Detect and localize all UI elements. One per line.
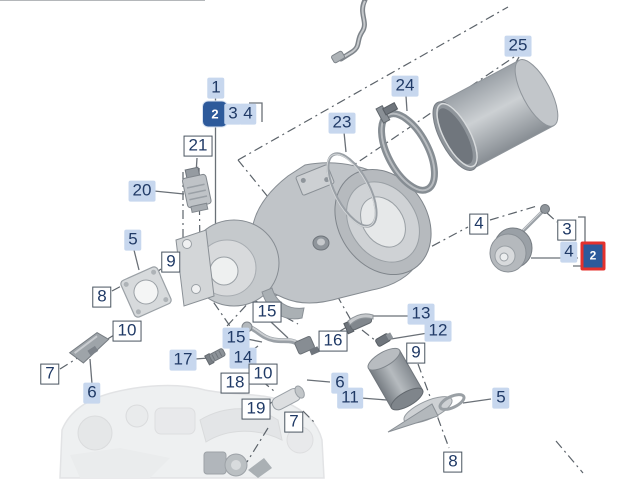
retaining-nut <box>375 332 394 347</box>
top-flange <box>295 164 335 196</box>
callout-8-boxed[interactable]: 8 <box>443 451 463 473</box>
oil-return-cylinder <box>367 347 466 433</box>
callout-5-plain[interactable]: 5 <box>492 387 510 409</box>
callout-23-plain[interactable]: 23 <box>328 112 356 134</box>
v-band-clamp <box>375 102 438 194</box>
callout-4-plain[interactable]: 4 <box>560 241 578 263</box>
callout-18-boxed[interactable]: 18 <box>220 372 250 394</box>
callout-2-badge[interactable]: 2 <box>203 101 227 127</box>
callout-1-plain[interactable]: 1 <box>207 77 225 99</box>
callout-21-boxed[interactable]: 21 <box>183 135 213 157</box>
callout-19-boxed[interactable]: 19 <box>241 398 271 420</box>
boost-pressure-sensor <box>181 166 212 214</box>
catalyst-pipe <box>432 59 559 171</box>
stud-bolt <box>204 348 226 366</box>
clamp-strip <box>347 313 374 326</box>
callout-15-plain[interactable]: 15 <box>222 327 250 349</box>
callout-2-badge_red-highlighted[interactable]: 2 <box>580 241 606 271</box>
callout-16-boxed[interactable]: 16 <box>318 330 348 352</box>
callout-17-plain[interactable]: 17 <box>169 349 197 371</box>
callout-24-plain[interactable]: 24 <box>391 75 419 97</box>
inlet-flange <box>175 229 215 307</box>
vacuum-hose <box>331 0 368 64</box>
callout-4-boxed[interactable]: 4 <box>469 213 489 235</box>
callout-9-boxed[interactable]: 9 <box>161 251 181 273</box>
callout-3-plain[interactable]: 3 <box>224 103 242 125</box>
window-edge-artifact <box>0 0 205 1</box>
callout-5-plain[interactable]: 5 <box>124 229 142 251</box>
callout-13-plain[interactable]: 13 <box>407 303 435 325</box>
callout-7-boxed[interactable]: 7 <box>40 363 60 385</box>
callout-12-plain[interactable]: 12 <box>424 320 452 342</box>
callout-14-plain[interactable]: 14 <box>229 347 257 369</box>
callout-7-boxed[interactable]: 7 <box>284 411 304 433</box>
callout-10-boxed[interactable]: 10 <box>112 320 142 342</box>
engine-detail <box>203 451 272 478</box>
callout-10-boxed[interactable]: 10 <box>248 363 278 385</box>
group-bracket-top <box>249 102 263 122</box>
callout-25-plain[interactable]: 25 <box>504 35 532 57</box>
heat-shield-bracket <box>68 331 110 364</box>
callout-6-plain[interactable]: 6 <box>83 382 101 404</box>
callout-11-plain[interactable]: 11 <box>337 387 363 409</box>
callout-15-boxed[interactable]: 15 <box>252 301 282 323</box>
turbocharger <box>175 162 432 320</box>
callout-4-plain[interactable]: 4 <box>239 103 257 125</box>
oil-supply-pipe <box>241 321 320 356</box>
wastegate-actuator <box>489 204 550 273</box>
support-sleeve <box>271 385 305 411</box>
callout-9-boxed[interactable]: 9 <box>406 342 426 364</box>
callout-20-plain[interactable]: 20 <box>128 180 156 202</box>
inlet-flange-gasket <box>120 266 172 318</box>
callout-3-boxed[interactable]: 3 <box>557 219 577 241</box>
callout-8-boxed[interactable]: 8 <box>92 286 112 308</box>
turbine-outlet-face <box>334 168 432 276</box>
o-ring-seal <box>326 152 378 228</box>
